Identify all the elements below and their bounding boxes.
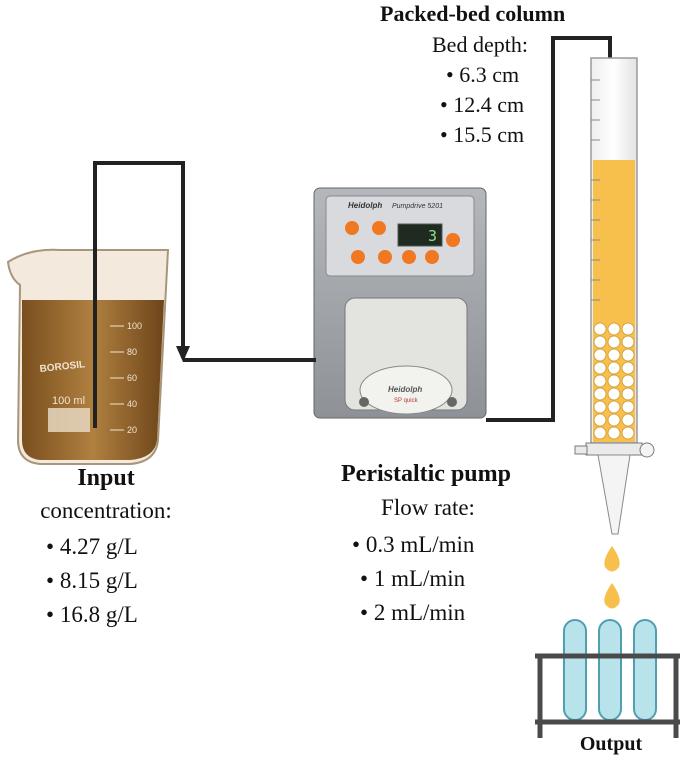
- bed-depth-label: Bed depth:: [432, 32, 528, 57]
- column-tip: [597, 454, 631, 535]
- pump-button[interactable]: [372, 221, 386, 235]
- beaker-scale: 100 80 60 40 20: [110, 321, 142, 435]
- beaker-brand: BOROSIL: [39, 359, 85, 375]
- beaker: BOROSIL 100 ml 100 80 60 40 20: [6, 248, 170, 465]
- column-bead: [593, 335, 607, 349]
- pump-model: Pumpdrive 5201: [392, 203, 443, 210]
- flow-arrow: [176, 346, 190, 362]
- beaker-scale-20: 20: [127, 425, 137, 435]
- column-graduations: [591, 79, 600, 301]
- flow-rate-3: • 2 mL/min: [360, 600, 466, 625]
- column-bead: [621, 426, 635, 440]
- flow-rate-3-value: 2 mL/min: [373, 600, 466, 625]
- pump-brand: Heidolph: [348, 201, 382, 210]
- column-bead: [621, 374, 635, 388]
- tubing: [93, 36, 612, 428]
- column-bead: [593, 361, 607, 375]
- column-bead: [621, 361, 635, 375]
- stopcock-body: [585, 442, 643, 456]
- pump-head-model: SP quick: [394, 398, 419, 404]
- test-tube: [633, 619, 657, 721]
- column-bead: [607, 374, 621, 388]
- pump-button[interactable]: [425, 250, 439, 264]
- pump-display: [397, 223, 443, 247]
- column-bead: [607, 387, 621, 401]
- tube-pump-to-column: [486, 36, 612, 422]
- flow-rate-label: Flow rate:: [381, 495, 475, 520]
- test-tube-rack: [535, 619, 680, 738]
- column-title: Packed-bed column: [380, 1, 566, 26]
- column-bead: [593, 348, 607, 362]
- output-title: Output: [579, 733, 643, 755]
- bed-depth-2-value: 12.4 cm: [453, 92, 525, 117]
- tube-inlet-from-beaker: [93, 161, 185, 428]
- beaker-scale-40: 40: [127, 399, 137, 409]
- column-bead: [593, 374, 607, 388]
- beaker-scale-60: 60: [127, 373, 137, 383]
- input-concentration-1: • 4.27 g/L: [46, 534, 138, 559]
- column-bead: [593, 426, 607, 440]
- beaker-volume-mark: 100 ml: [52, 395, 85, 407]
- column-bead: [621, 322, 635, 336]
- bed-depth-3: • 15.5 cm: [440, 122, 525, 147]
- column-bead: [621, 400, 635, 414]
- column-bead: [621, 348, 635, 362]
- column-bead: [607, 413, 621, 427]
- drop-1: [604, 546, 620, 572]
- column-bead: [621, 413, 635, 427]
- pump-button[interactable]: [351, 250, 365, 264]
- input-concentration-3: • 16.8 g/L: [46, 602, 138, 627]
- flow-rate-1-value: 0.3 mL/min: [365, 532, 475, 557]
- column-bead: [607, 400, 621, 414]
- input-concentration-1-value: 4.27 g/L: [59, 534, 138, 559]
- pump-button[interactable]: [446, 233, 460, 247]
- column-bead: [593, 322, 607, 336]
- drop-2: [604, 583, 620, 609]
- column-bead: [621, 387, 635, 401]
- column-bead: [607, 361, 621, 375]
- input-concentration-label: concentration:: [40, 498, 172, 523]
- pump-knob: [447, 397, 457, 407]
- beaker-label-patch: [48, 408, 90, 432]
- input-concentration-3-value: 16.8 g/L: [59, 602, 138, 627]
- column-bead: [607, 348, 621, 362]
- stopcock-handle: [574, 445, 588, 455]
- column-bead: [607, 322, 621, 336]
- flow-rate-1: • 0.3 mL/min: [352, 532, 475, 557]
- input-concentration-2-value: 8.15 g/L: [59, 568, 138, 593]
- bed-depth-1: • 6.3 cm: [446, 62, 520, 87]
- pump-head-brand: Heidolph: [388, 385, 422, 394]
- column-bead: [593, 413, 607, 427]
- pump-button[interactable]: [402, 250, 416, 264]
- pump-button[interactable]: [345, 221, 359, 235]
- column-bead: [593, 387, 607, 401]
- peristaltic-pump: Heidolph Pumpdrive 5201 3 Heidolph SP qu…: [313, 187, 487, 419]
- pump-display-value: 3: [428, 227, 437, 245]
- column-bead: [593, 400, 607, 414]
- pump-button[interactable]: [378, 250, 392, 264]
- input-concentration-2: • 8.15 g/L: [46, 568, 138, 593]
- beaker-scale-100: 100: [127, 321, 142, 331]
- flow-rate-2: • 1 mL/min: [360, 566, 466, 591]
- test-tube: [563, 619, 587, 721]
- pump-title: Peristaltic pump: [341, 461, 511, 487]
- beaker-scale-80: 80: [127, 347, 137, 357]
- column-beads: [593, 322, 635, 440]
- bed-depth-1-value: 6.3 cm: [459, 62, 520, 87]
- stopcock-knob: [639, 442, 655, 458]
- column-bead: [607, 335, 621, 349]
- flow-rate-2-value: 1 mL/min: [373, 566, 466, 591]
- packed-bed-column: [574, 57, 655, 609]
- input-title: Input: [77, 465, 135, 491]
- pump-knob: [359, 397, 369, 407]
- column-bead: [621, 335, 635, 349]
- pump-rotor: [359, 365, 453, 415]
- test-tube: [598, 619, 622, 721]
- bed-depth-2: • 12.4 cm: [440, 92, 525, 117]
- bed-depth-3-value: 15.5 cm: [453, 122, 525, 147]
- column-bead: [607, 426, 621, 440]
